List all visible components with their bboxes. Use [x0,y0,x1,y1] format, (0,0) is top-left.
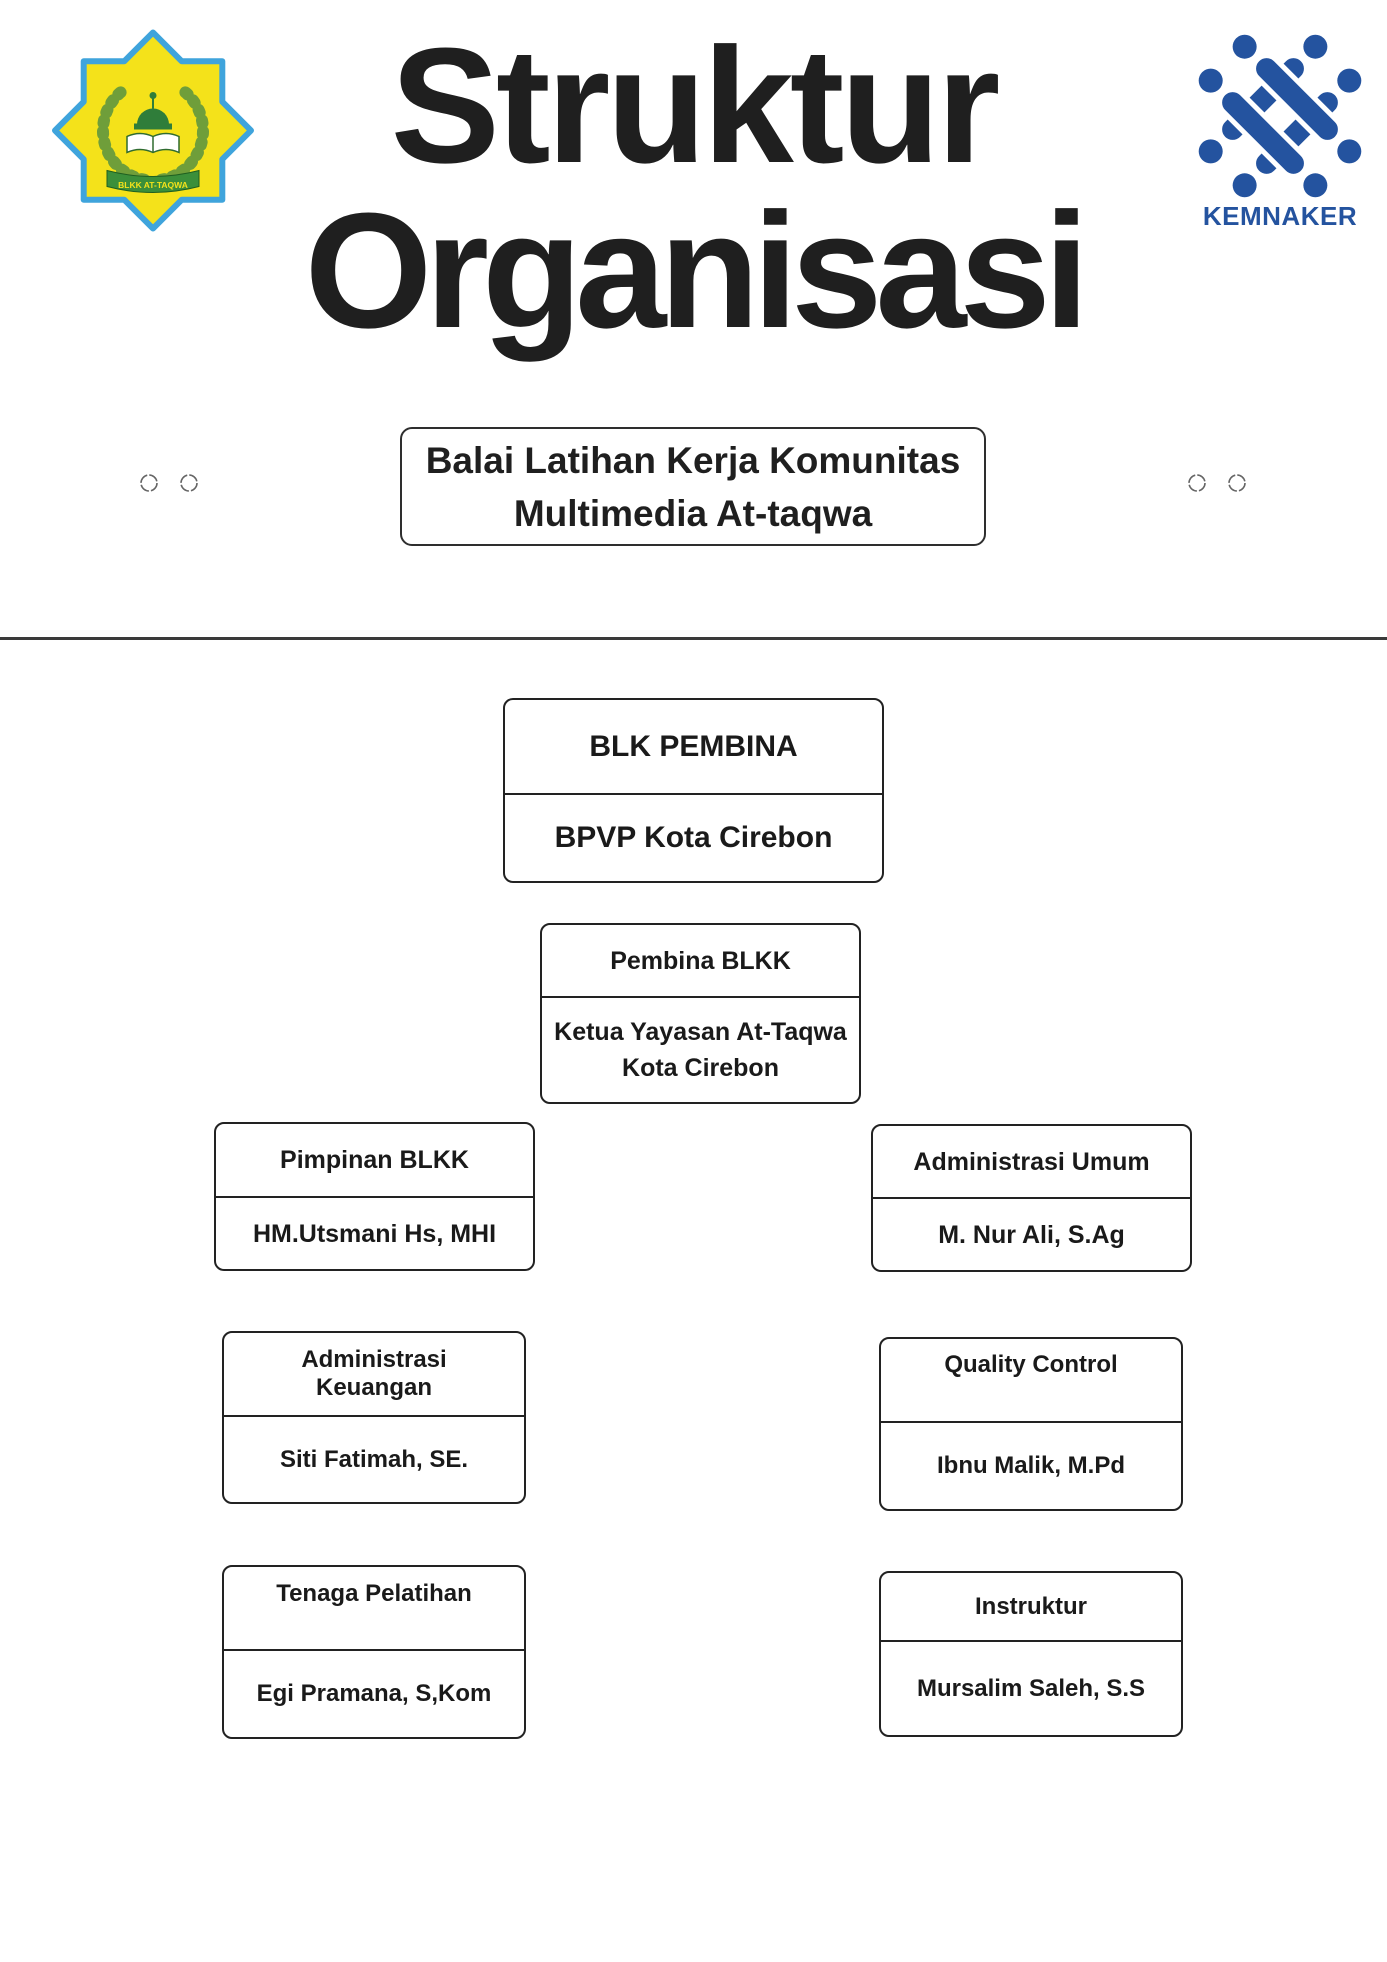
unit-title-text: Administrasi [301,1346,447,1373]
unit-holder-text: M. Nur Ali, S.Ag [938,1220,1125,1249]
unit-holder: HM.Utsmani Hs, MHI [216,1198,533,1269]
unit-title-text: Administrasi Umum [913,1147,1150,1176]
institution-name-box: Balai Latihan Kerja Komunitas Multimedia… [400,427,986,546]
org-unit-administrasi-umum: Administrasi Umum M. Nur Ali, S.Ag [871,1124,1192,1272]
unit-holder: BPVP Kota Cirebon [505,795,882,881]
kemnaker-emblem-icon [1198,34,1362,198]
org-unit-blk-pembina: BLK PEMBINA BPVP Kota Cirebon [503,698,884,883]
dotted-circle-icon [178,472,200,494]
unit-holder-text: Kota Cirebon [622,1054,779,1082]
unit-title-text: BLK PEMBINA [589,729,798,763]
unit-title-text: Pembina BLKK [610,946,791,975]
org-unit-pimpinan-blkk: Pimpinan BLKK HM.Utsmani Hs, MHI [214,1122,535,1271]
emblem-head [1303,173,1328,198]
unit-title: Instruktur [881,1573,1181,1642]
unit-holder-text: Siti Fatimah, SE. [279,1445,469,1473]
emblem-head [1232,34,1257,59]
institution-name-line-1: Balai Latihan Kerja Komunitas [425,439,961,481]
dotted-circle-icon [1186,472,1208,494]
unit-title-text: Tenaga Pelatihan [276,1580,472,1607]
org-unit-quality-control: Quality Control Ibnu Malik, M.Pd [879,1337,1183,1511]
unit-title-text: Pimpinan BLKK [280,1146,469,1174]
unit-holder-text: Ketua Yayasan At-Taqwa [554,1018,847,1046]
ribbon-text: BLKK AT-TAQWA [118,180,188,190]
org-unit-instruktur: Instruktur Mursalim Saleh, S.S [879,1571,1183,1737]
star-shape [52,29,254,232]
unit-title-text: Instruktur [974,1592,1087,1620]
dotted-circle-icon [1226,472,1248,494]
emblem-head [1232,173,1257,198]
unit-title: Quality Control [881,1339,1181,1423]
emblem-head [1198,68,1223,93]
dotted-circle-icon [138,472,160,494]
unit-holder-text: Egi Pramana, S,Kom [256,1680,492,1707]
emblem-bar [1251,53,1343,145]
header-divider [0,637,1387,640]
emblem-bar [1217,87,1309,179]
emblem-head [1303,34,1328,59]
unit-holder-text: Ibnu Malik, M.Pd [936,1452,1125,1479]
page-title-line-1: Struktur [390,14,1001,197]
unit-title-text: Keuangan [315,1374,432,1401]
page-title-line-2: Organisasi [304,179,1090,362]
unit-holder-text: HM.Utsmani Hs, MHI [252,1219,497,1248]
mosque-dome [134,92,172,130]
unit-holder-text: BPVP Kota Cirebon [554,821,833,854]
blkk-at-taqwa-logo: BLKK AT-TAQWA [48,28,258,233]
emblem-head [1198,139,1223,164]
unit-title: Pimpinan BLKK [216,1124,533,1198]
blkk-at-taqwa-emblem-icon: BLKK AT-TAQWA [52,29,254,232]
unit-holder: Egi Pramana, S,Kom [224,1651,524,1737]
unit-holder: Mursalim Saleh, S.S [881,1642,1181,1735]
unit-holder: M. Nur Ali, S.Ag [873,1199,1190,1270]
kemnaker-logo [1195,31,1365,201]
institution-name-line-2: Multimedia At-taqwa [513,492,873,534]
org-unit-pembina-blkk: Pembina BLKK Ketua Yayasan At-Taqwa Kota… [540,923,861,1104]
unit-title: BLK PEMBINA [505,700,882,795]
org-unit-administrasi-keuangan: Administrasi Keuangan Siti Fatimah, SE. [222,1331,526,1504]
unit-holder: Ibnu Malik, M.Pd [881,1423,1181,1509]
unit-title: Administrasi Umum [873,1126,1190,1199]
unit-holder-text: Mursalim Saleh, S.S [916,1674,1146,1702]
emblem-head [1337,139,1362,164]
org-unit-tenaga-pelatihan: Tenaga Pelatihan Egi Pramana, S,Kom [222,1565,526,1739]
ribbon-banner: BLKK AT-TAQWA [106,169,200,193]
unit-title: Tenaga Pelatihan [224,1567,524,1651]
kemnaker-wordmark: KEMNAKER [1202,201,1358,231]
open-book [126,132,180,154]
unit-holder: Siti Fatimah, SE. [224,1417,524,1502]
unit-title: Pembina BLKK [542,925,859,998]
unit-holder: Ketua Yayasan At-Taqwa Kota Cirebon [542,998,859,1102]
unit-title-text: Quality Control [944,1351,1118,1378]
unit-title: Administrasi Keuangan [224,1333,524,1417]
emblem-head [1337,68,1362,93]
